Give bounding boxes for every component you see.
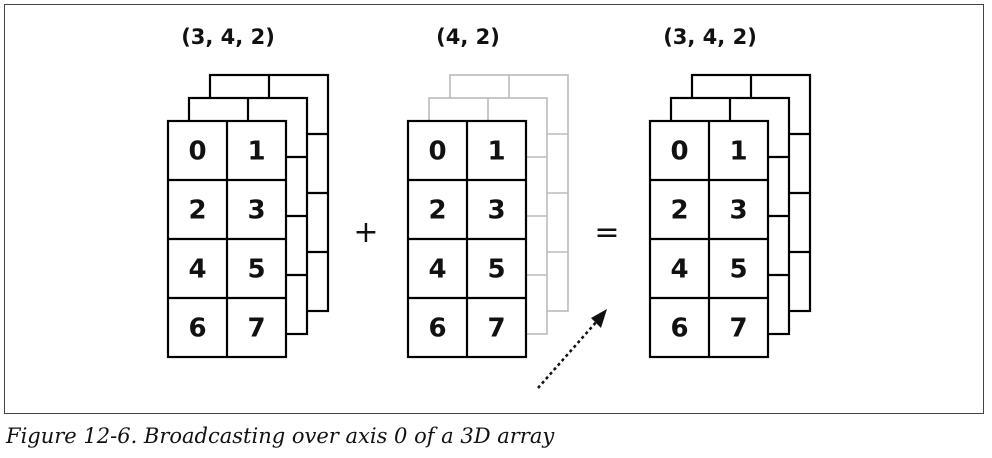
array-cell-value: 1	[729, 137, 747, 167]
result-array-shape-label: (3, 4, 2)	[663, 25, 757, 49]
array-cell-value: 5	[247, 255, 265, 285]
array-cell-value: 4	[670, 255, 688, 285]
array-cell-value: 5	[729, 255, 747, 285]
array-cell-value: 7	[729, 314, 747, 344]
array-front-layer: 0 1 2 3 4 5 6 7	[166, 119, 288, 359]
array-front-layer: 0 1 2 3 4 5 6 7	[406, 119, 528, 359]
array-front-layer: 0 1 2 3 4 5 6 7	[648, 119, 770, 359]
array-cell-value: 3	[729, 196, 747, 226]
array-cell-value: 6	[188, 314, 206, 344]
array-cell-value: 0	[670, 137, 688, 167]
figure-caption: Figure 12-6. Broadcasting over axis 0 of…	[6, 424, 555, 448]
array-cell-value: 1	[487, 137, 505, 167]
result-3d-array: 0 1 2 3 4 5 6 7	[648, 73, 812, 359]
array-cell-value: 2	[428, 196, 446, 226]
array-cell-value: 6	[428, 314, 446, 344]
equals-operator: =	[594, 215, 619, 250]
array-cell-value: 5	[487, 255, 505, 285]
array-cell-value: 1	[247, 137, 265, 167]
left-3d-array: 0 1 2 3 4 5 6 7	[166, 73, 330, 359]
array-cell-value: 7	[247, 314, 265, 344]
broadcast-arrow	[537, 309, 607, 389]
array-cell-value: 0	[428, 137, 446, 167]
array-cell-value: 2	[188, 196, 206, 226]
array-cell-value: 0	[188, 137, 206, 167]
array-cell-value: 7	[487, 314, 505, 344]
array-cell-value: 4	[428, 255, 446, 285]
middle-array-shape-label: (4, 2)	[436, 25, 500, 49]
plus-operator: +	[353, 215, 378, 250]
array-cell-value: 2	[670, 196, 688, 226]
array-cell-value: 4	[188, 255, 206, 285]
left-array-shape-label: (3, 4, 2)	[181, 25, 275, 49]
middle-2d-array: 0 1 2 3 4 5 6 7	[406, 74, 569, 359]
array-cell-value: 3	[487, 196, 505, 226]
array-cell-value: 6	[670, 314, 688, 344]
array-cell-value: 3	[247, 196, 265, 226]
